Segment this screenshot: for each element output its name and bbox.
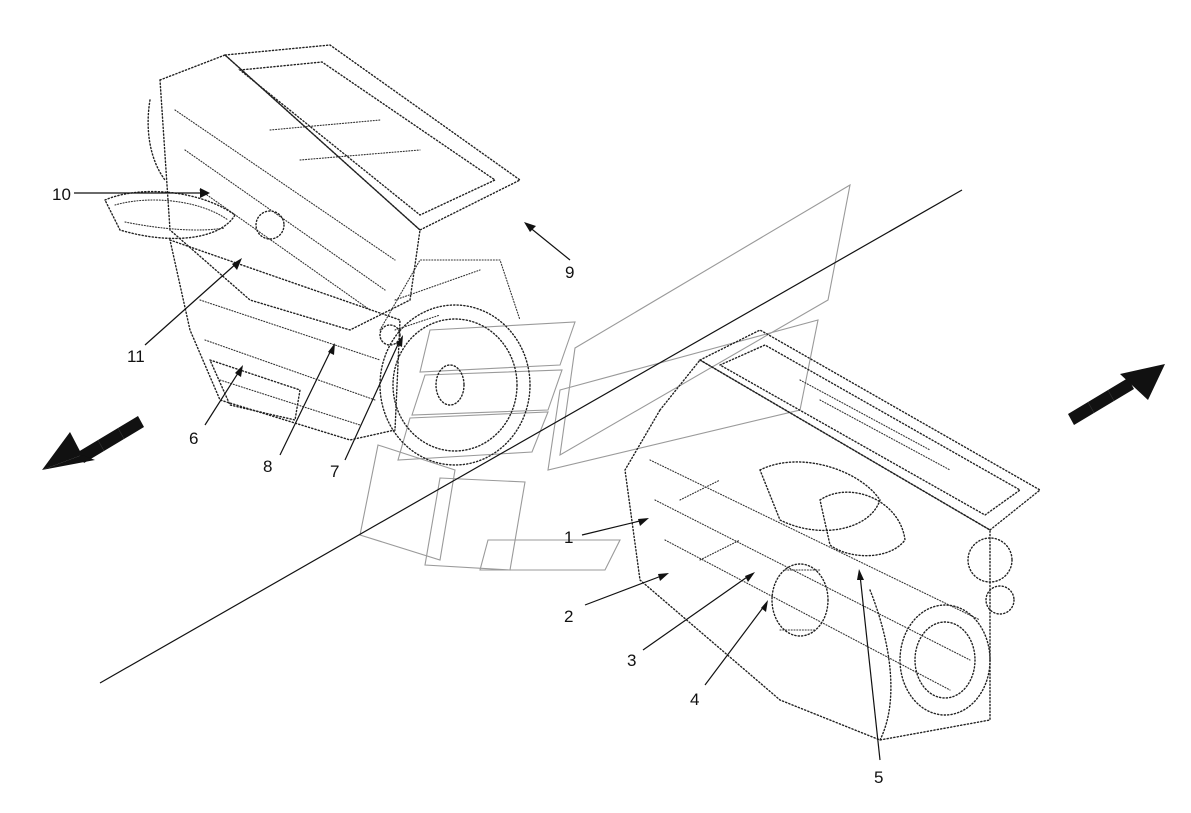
separator-line [99, 189, 963, 684]
callout-4: 4 [690, 690, 699, 709]
callout-8: 8 [263, 457, 272, 476]
engine-front-view [624, 329, 1042, 741]
callout-10: 10 [52, 185, 71, 204]
callout-11: 11 [127, 347, 145, 366]
callout-9: 9 [565, 263, 574, 282]
callout-5: 5 [874, 768, 883, 787]
callout-1: 1 [564, 528, 573, 547]
direction-arrow-right-icon [1068, 364, 1165, 425]
engine-rear-view [104, 44, 531, 466]
callout-6: 6 [189, 429, 198, 448]
callout-labels: 10 9 11 6 8 7 1 2 3 4 5 [52, 185, 883, 787]
callout-7: 7 [330, 462, 339, 481]
leader-lines [74, 188, 881, 761]
callout-3: 3 [627, 651, 636, 670]
callout-2: 2 [564, 607, 573, 626]
direction-arrow-left-icon [42, 416, 144, 470]
